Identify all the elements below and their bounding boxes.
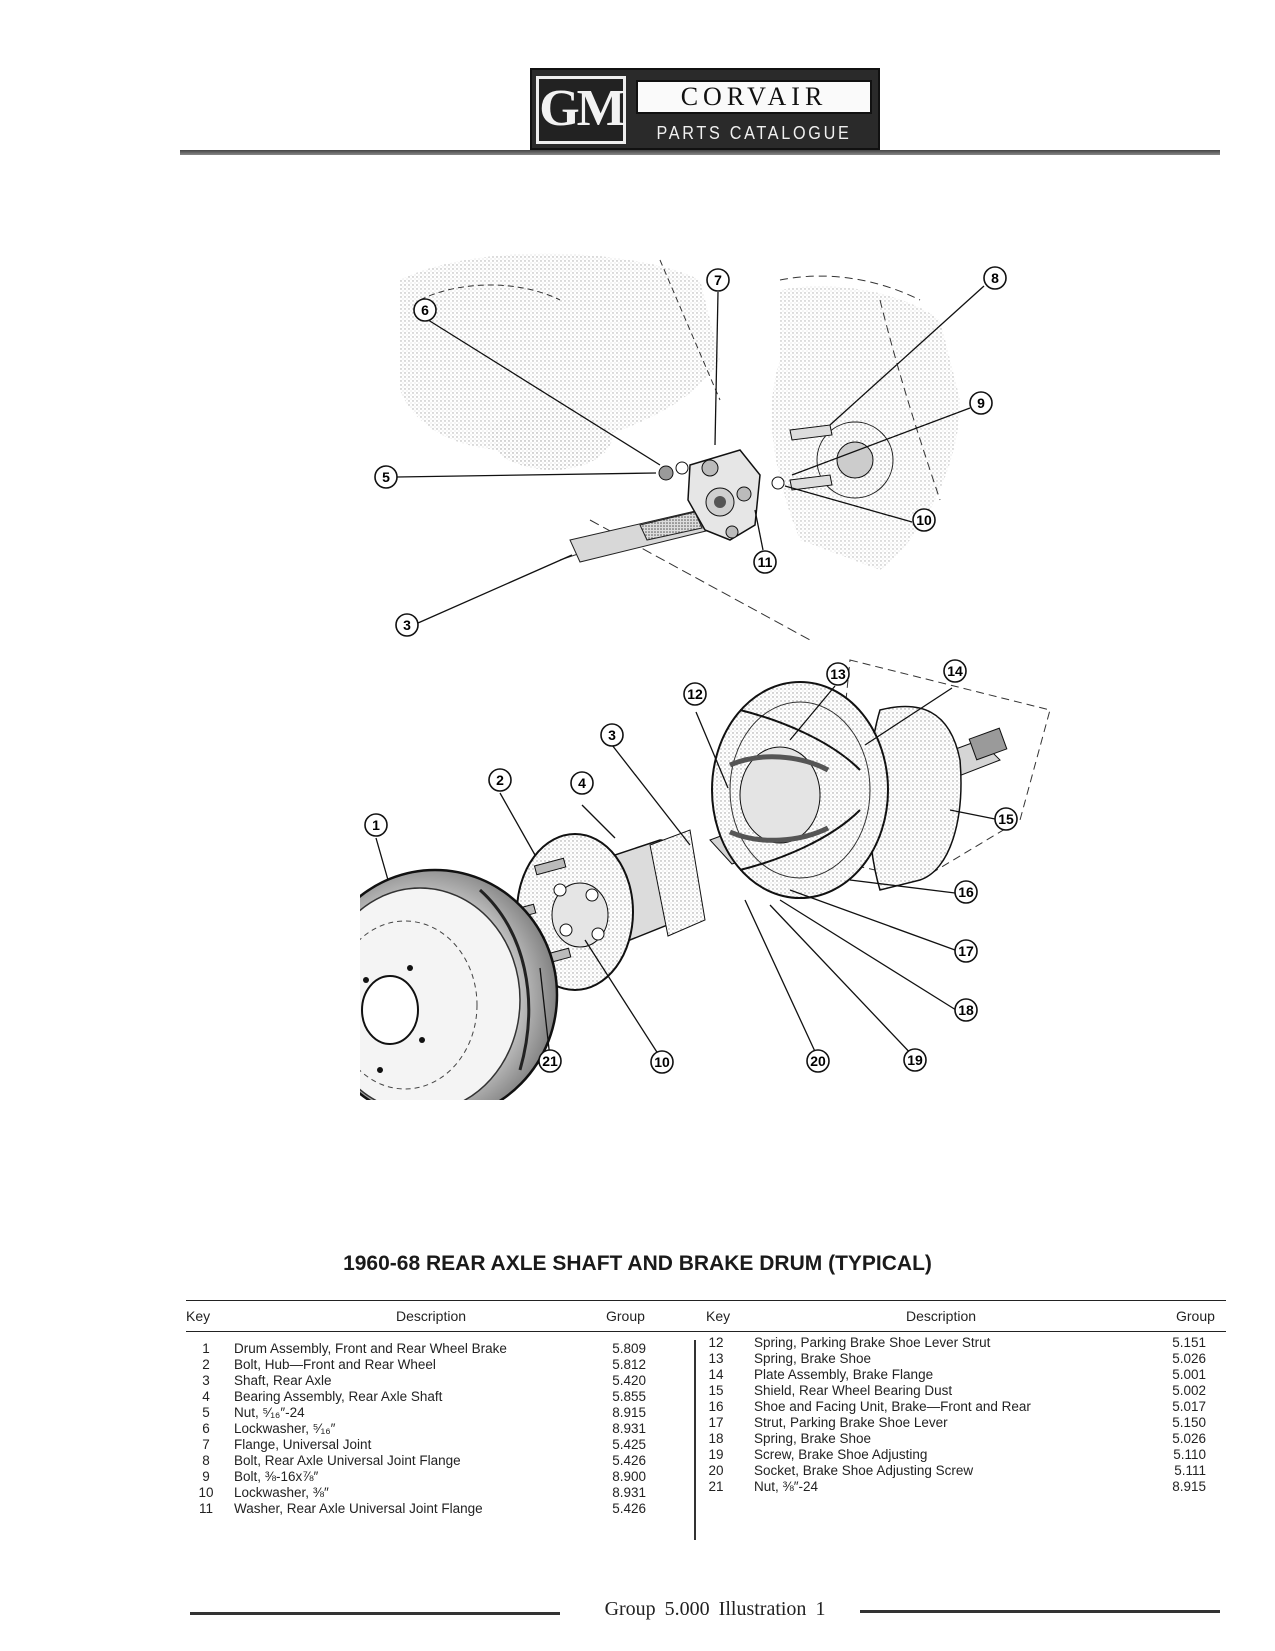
svg-text:20: 20 bbox=[810, 1053, 826, 1069]
header-key-right: Key bbox=[706, 1308, 731, 1324]
callout-10-lower: 10 bbox=[650, 1050, 674, 1074]
svg-text:11: 11 bbox=[758, 554, 773, 570]
svg-text:2: 2 bbox=[496, 772, 504, 788]
callout-4: 4 bbox=[570, 771, 594, 795]
svg-text:4: 4 bbox=[578, 775, 586, 791]
callout-10-upper: 10 bbox=[912, 508, 936, 532]
illustration-caption: 1960-68 REAR AXLE SHAFT AND BRAKE DRUM (… bbox=[343, 1252, 932, 1275]
header-key-left: Key bbox=[186, 1308, 211, 1324]
callout-20: 20 bbox=[806, 1049, 830, 1073]
footer-rule-left bbox=[190, 1612, 560, 1615]
exploded-view-drawing: 6 7 8 9 5 10 11 3 13 14 12 3 2 4 15 1 16… bbox=[360, 253, 1051, 1100]
callout-1: 1 bbox=[364, 813, 388, 837]
catalogue-subtitle: PARTS CATALOGUE bbox=[656, 123, 852, 143]
svg-text:9: 9 bbox=[977, 395, 985, 411]
callouts: 6 7 8 9 5 10 11 3 13 14 12 3 2 4 15 1 16… bbox=[364, 266, 1018, 1074]
page-footer: Group 5.000 Illustration 1 bbox=[0, 1598, 1275, 1628]
footer-reference: Group 5.000 Illustration 1 bbox=[570, 1598, 860, 1621]
svg-text:10: 10 bbox=[654, 1054, 670, 1070]
footer-group-number: 5.000 bbox=[664, 1598, 710, 1620]
parts-table-header: Key Description Group Key Description Gr… bbox=[186, 1300, 1226, 1332]
callout-17: 17 bbox=[954, 939, 978, 963]
callout-2: 2 bbox=[488, 768, 512, 792]
callout-13: 13 bbox=[826, 662, 850, 686]
svg-text:14: 14 bbox=[947, 663, 963, 679]
footer-group-label: Group bbox=[604, 1598, 656, 1620]
svg-text:19: 19 bbox=[907, 1052, 923, 1068]
svg-text:10: 10 bbox=[916, 512, 932, 528]
footer-illustration-number: 1 bbox=[815, 1598, 826, 1620]
svg-text:7: 7 bbox=[714, 272, 722, 288]
callout-18: 18 bbox=[954, 998, 978, 1022]
svg-text:15: 15 bbox=[998, 811, 1014, 827]
exploded-view-illustration: 6 7 8 9 5 10 11 3 13 14 12 3 2 4 15 1 16… bbox=[360, 240, 1240, 1100]
callout-6: 6 bbox=[413, 298, 437, 322]
svg-text:6: 6 bbox=[421, 302, 429, 318]
callout-12: 12 bbox=[683, 682, 707, 706]
header-group-left: Group bbox=[606, 1308, 645, 1324]
header-description-right: Description bbox=[906, 1308, 977, 1324]
callout-5: 5 bbox=[374, 465, 398, 489]
header-description-left: Description bbox=[396, 1308, 467, 1324]
lower-leader-lines bbox=[375, 685, 996, 1061]
gm-logo: GM bbox=[536, 76, 626, 144]
svg-text:12: 12 bbox=[687, 686, 703, 702]
header-rule bbox=[180, 150, 1220, 155]
svg-text:13: 13 bbox=[830, 666, 846, 682]
svg-text:3: 3 bbox=[608, 727, 616, 743]
callout-8: 8 bbox=[983, 266, 1007, 290]
callout-19: 19 bbox=[903, 1048, 927, 1072]
catalogue-masthead: GM CORVAIR PARTS CATALOGUE bbox=[530, 68, 880, 150]
footer-rule-right bbox=[860, 1610, 1220, 1613]
callout-15: 15 bbox=[994, 807, 1018, 831]
upper-leader-lines bbox=[396, 285, 985, 624]
column-divider bbox=[694, 1340, 696, 1540]
callout-9: 9 bbox=[969, 391, 993, 415]
svg-text:21: 21 bbox=[542, 1053, 558, 1069]
svg-text:8: 8 bbox=[991, 270, 999, 286]
footer-illustration-label: Illustration bbox=[718, 1598, 807, 1620]
svg-text:3: 3 bbox=[403, 617, 411, 633]
callout-7: 7 bbox=[706, 268, 730, 292]
lower-view bbox=[360, 659, 1051, 1100]
svg-text:16: 16 bbox=[958, 884, 974, 900]
callout-14: 14 bbox=[943, 659, 967, 683]
callout-21: 21 bbox=[538, 1049, 562, 1073]
svg-text:1: 1 bbox=[372, 817, 380, 833]
callout-3-upper: 3 bbox=[395, 613, 419, 637]
svg-text:18: 18 bbox=[958, 1002, 974, 1018]
svg-text:5: 5 bbox=[382, 469, 390, 485]
header-group-right: Group bbox=[1176, 1308, 1215, 1324]
brand-title: CORVAIR bbox=[636, 80, 872, 114]
callout-11: 11 bbox=[753, 550, 777, 574]
svg-text:17: 17 bbox=[958, 943, 974, 959]
callout-16: 16 bbox=[954, 880, 978, 904]
callout-3-lower: 3 bbox=[600, 723, 624, 747]
upper-view bbox=[400, 253, 960, 641]
